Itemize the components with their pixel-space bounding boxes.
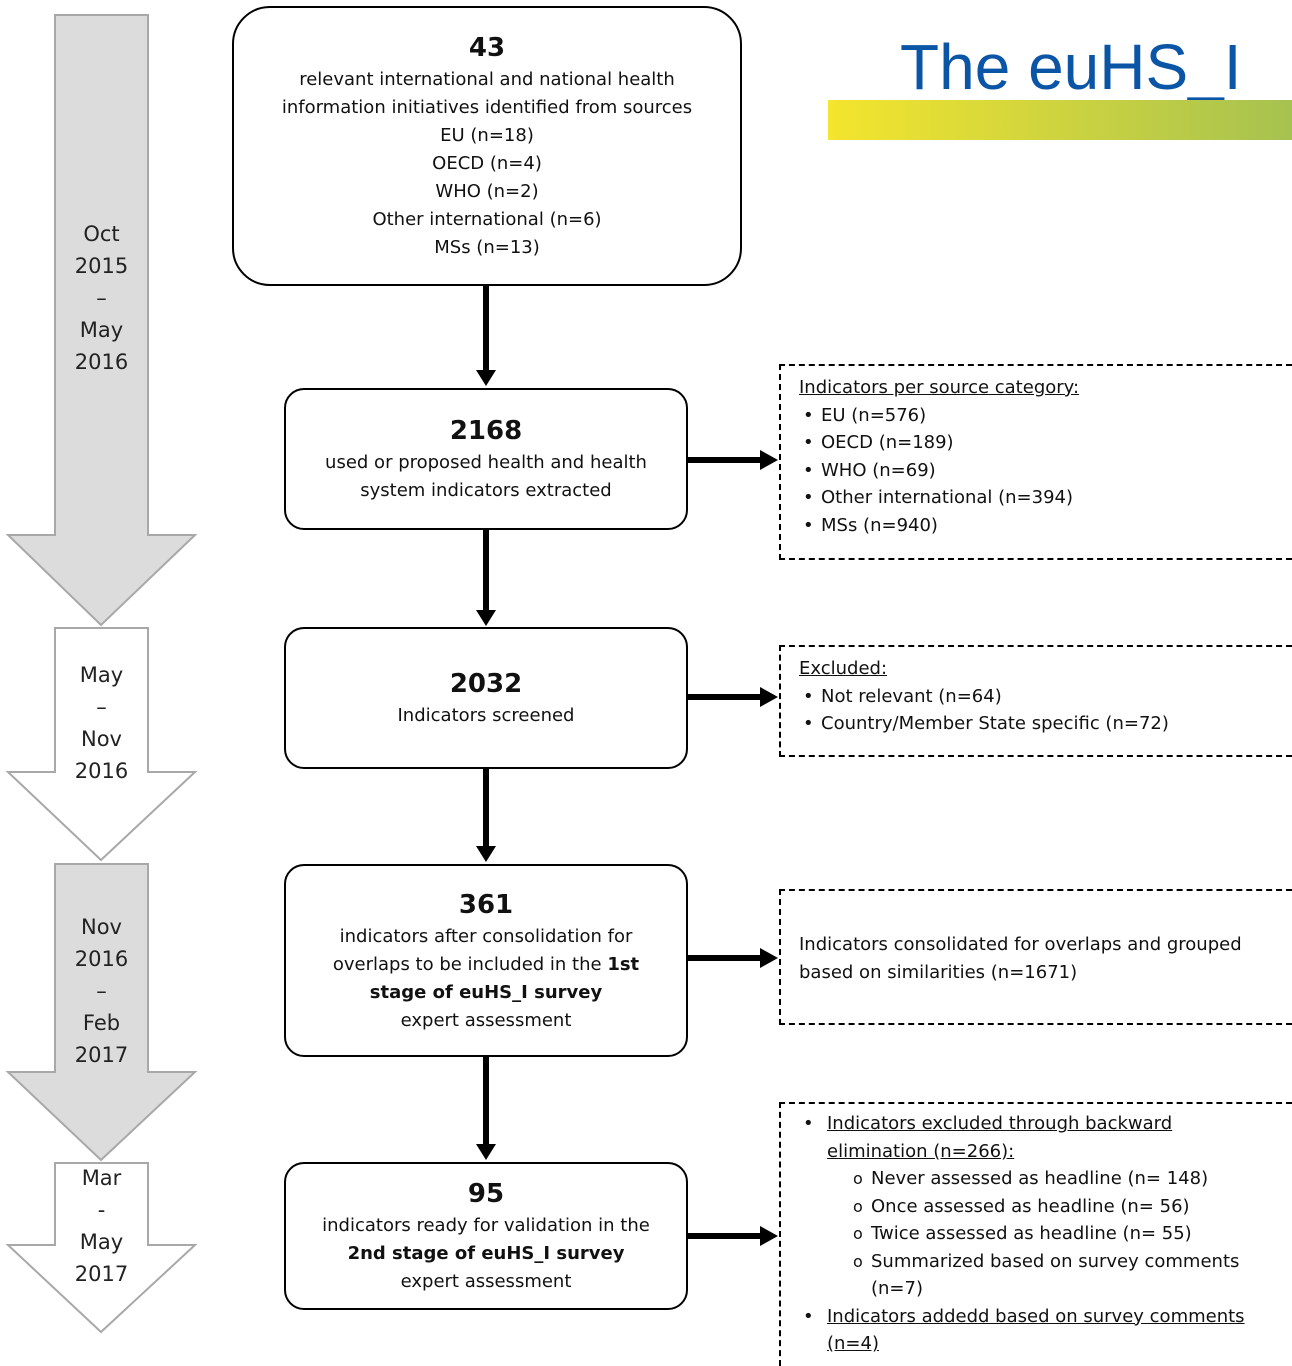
- note-item: MSs (n=940): [799, 512, 1278, 540]
- box-text: MSs (n=13): [434, 237, 540, 258]
- box-count: 361: [458, 889, 514, 920]
- box-count: 95: [467, 1179, 505, 1209]
- box-text: used or proposed health and health: [325, 452, 647, 473]
- timeline-text: Nov: [81, 915, 122, 939]
- timeline-text: 2017: [74, 1262, 129, 1286]
- timeline-label-1: Oct 2015 – May 2016: [55, 218, 148, 378]
- timeline-text: Mar: [81, 1166, 122, 1190]
- timeline-text: Oct: [83, 222, 120, 246]
- timeline-text: May: [79, 663, 124, 687]
- box-text-bold: 2nd stage of euHS_I survey: [347, 1243, 625, 1264]
- note-subitem: Twice assessed as headline (n= 55): [849, 1220, 1278, 1248]
- box-text: expert assessment: [400, 1009, 572, 1031]
- note-excluded: Excluded: Not relevant (n=64) Country/Me…: [779, 645, 1292, 757]
- timeline-arrow-4: [5, 1162, 198, 1334]
- timeline-text: Nov: [81, 727, 122, 751]
- timeline-text: Feb: [82, 1011, 121, 1035]
- box-text: information initiatives identified from …: [281, 97, 693, 118]
- timeline-text: 2016: [74, 759, 129, 783]
- timeline-arrow-1: [5, 14, 198, 627]
- note-item: Indicators addedd based on survey commen…: [799, 1303, 1267, 1358]
- timeline-label-4: Mar - May 2017: [55, 1162, 148, 1290]
- box-count: 2168: [449, 416, 523, 446]
- box-count: 43: [468, 33, 506, 63]
- box-text: OECD (n=4): [432, 153, 542, 174]
- note-item: OECD (n=189): [799, 429, 1278, 457]
- note-subitem: Once assessed as headline (n= 56): [849, 1193, 1278, 1221]
- box-text: indicators ready for validation in the: [322, 1215, 650, 1236]
- timeline-text: 2016: [74, 947, 129, 971]
- note-header: Excluded:: [799, 658, 888, 679]
- timeline-text: -: [97, 1198, 106, 1222]
- box-text: Indicators screened: [397, 705, 575, 726]
- note-item: WHO (n=69): [799, 457, 1278, 485]
- timeline-text: May: [79, 1230, 124, 1254]
- flow-box-consolidated: 361 indicators after consolidation for o…: [284, 864, 688, 1057]
- box-text: EU (n=18): [440, 125, 534, 146]
- timeline-text: 2015: [74, 254, 129, 278]
- note-item-text: Indicators addedd based on survey commen…: [827, 1305, 1245, 1355]
- note-consolidated: Indicators consolidated for overlaps and…: [779, 889, 1292, 1025]
- box-text: WHO (n=2): [435, 181, 539, 202]
- note-text: Indicators consolidated for overlaps and…: [799, 934, 1242, 983]
- title-accent-bar: [828, 100, 1292, 140]
- note-header: Indicators per source category:: [799, 377, 1080, 398]
- box-count: 2032: [449, 669, 523, 699]
- note-item: EU (n=576): [799, 402, 1278, 430]
- flow-box-validation: 95 indicators ready for validation in th…: [284, 1162, 688, 1310]
- note-source-categories: Indicators per source category: EU (n=57…: [779, 364, 1292, 560]
- timeline-text: –: [96, 979, 107, 1003]
- flow-box-extracted: 2168 used or proposed health and health …: [284, 388, 688, 530]
- timeline-text: May: [79, 318, 124, 342]
- box-text: Other international (n=6): [372, 209, 602, 230]
- note-item: Other international (n=394): [799, 484, 1278, 512]
- page-title: The euHS_I: [900, 31, 1242, 103]
- note-survey-results: Indicators excluded through backward eli…: [779, 1102, 1292, 1366]
- timeline-label-3: Nov 2016 – Feb 2017: [55, 911, 148, 1071]
- note-subitem: Never assessed as headline (n= 148): [849, 1165, 1278, 1193]
- note-item-text: Indicators excluded through backward eli…: [827, 1113, 1173, 1162]
- box-text-part: overlaps to be included in the: [332, 953, 608, 975]
- timeline-text: 2017: [74, 1043, 129, 1067]
- timeline-label-2: May – Nov 2016: [55, 659, 148, 787]
- box-text-bold: 1st: [607, 953, 640, 975]
- box-text-bold: stage of euHS_I survey: [369, 981, 603, 1003]
- note-item: Not relevant (n=64): [799, 683, 1278, 711]
- timeline-arrow-2: [5, 627, 198, 862]
- box-text: indicators after consolidation for: [339, 925, 633, 947]
- timeline-arrow-3: [5, 863, 198, 1162]
- timeline-text: –: [96, 695, 107, 719]
- box-text: expert assessment: [400, 1271, 572, 1292]
- note-item: Country/Member State specific (n=72): [799, 710, 1278, 738]
- note-item: Indicators excluded through backward eli…: [799, 1110, 1227, 1165]
- box-text: system indicators extracted: [360, 480, 612, 501]
- flow-box-screened: 2032 Indicators screened: [284, 627, 688, 769]
- timeline-text: 2016: [74, 350, 129, 374]
- timeline-text: –: [96, 286, 107, 310]
- note-subitem: Summarized based on survey comments (n=7…: [849, 1248, 1251, 1303]
- box-text: relevant international and national heal…: [299, 69, 675, 90]
- flow-box-initiatives: 43 relevant international and national h…: [232, 6, 742, 286]
- box-text: overlaps to be included in the 1st: [333, 951, 639, 979]
